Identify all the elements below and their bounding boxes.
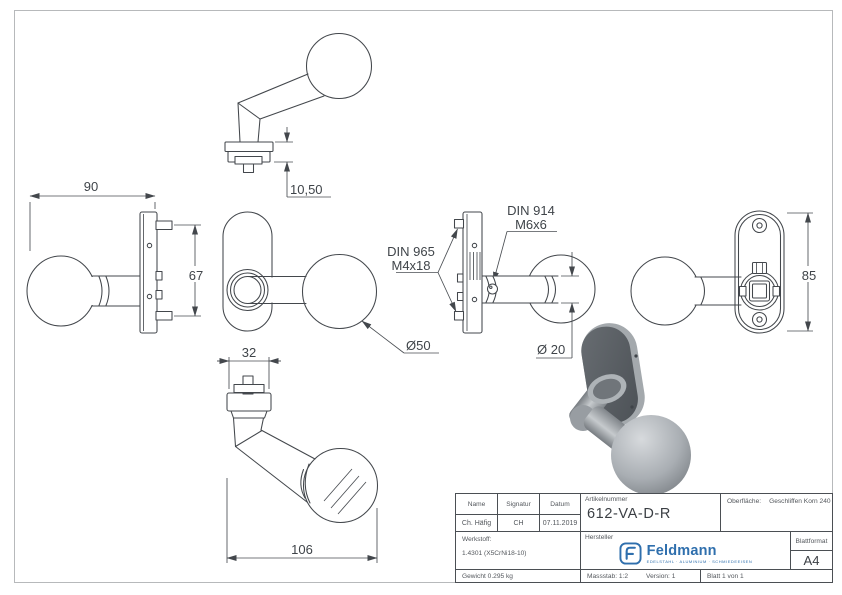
annotation-din914: DIN 914 M6x6 [493,203,557,282]
annotation-din965-line1: DIN 965 [387,244,435,259]
dim-overall-length: 106 [291,542,313,557]
view-side: Ø 20 [453,211,596,359]
brand-tagline: EDELSTAHL · ALUMINIUM · SCHMIEDEEISEN [646,558,753,564]
material-label: Werkstoff: [462,536,492,543]
screw-hole-top [751,217,768,234]
sheet-border [14,10,833,583]
signature-value: CH [498,515,540,532]
view-rear: 85 [630,210,819,334]
dim-depth: 90 [84,179,98,194]
format-label: Blattformat [791,532,832,551]
surface-label: Oberfläche: [727,498,762,505]
view-bottom: 32 106 [217,345,379,563]
article-cell: Artikelnummer 612-VA-D-R [581,494,721,532]
annotation-din965: DIN 965 M4x18 [387,228,458,312]
dim-neck-diameter: Ø 20 [537,342,565,357]
weight-cell: Gewicht 0.295 kg [456,570,581,582]
material-cell: Werkstoff: 1.4301 (X5CrNi18-10) [456,532,581,570]
feldmann-logo-icon [619,542,642,565]
view-left: 90 67 [26,179,206,334]
article-number: 612-VA-D-R [587,506,671,522]
date-value: 07.11.2019 [540,515,581,532]
article-label: Artikelnummer [585,496,628,503]
sheet-cell: Blatt 1 von 1 [707,572,744,580]
feldmann-logo: Feldmann EDELSTAHL · ALUMINIUM · SCHMIED… [581,532,790,569]
render-ball [611,415,691,495]
signature-label: Signatur [498,494,540,515]
grub-screw-hole [486,283,499,295]
scale-text: Massstab: 1:2 [587,572,629,580]
view-front: Ø50 [222,211,439,354]
annotation-din965-line2: M4x18 [391,258,430,273]
view-top: 10,50 [224,32,373,198]
manufacturer-label: Hersteller [585,534,614,541]
scale-cell: Massstab: 1:2 Version: 1 [581,570,701,582]
name-label: Name [456,494,498,515]
date-label: Datum [540,494,581,515]
dim-plate-height: 10,50 [290,182,323,197]
annotation-din914-line1: DIN 914 [507,203,555,218]
screw-hole-bottom [751,311,768,328]
name-value: Ch. Häfig [456,515,498,532]
dim-rosette-height: 85 [802,268,816,283]
material-value: 1.4301 (X5CrNi18-10) [462,550,527,557]
title-block: Name Signatur Datum Ch. Häfig CH 07.11.2… [455,493,833,583]
surface-value: Geschliffen Korn 240 [769,498,831,505]
dim-plate-width: 32 [242,345,256,360]
version-text: Version: 1 [646,572,676,580]
manufacturer-cell: Hersteller Feldmann EDELSTAHL · ALUMINIU… [581,532,791,570]
dim-ball-diameter: Ø50 [406,338,431,353]
surface-cell: Oberfläche: Geschliffen Korn 240 [721,494,832,532]
annotation-din914-line2: M6x6 [515,217,547,232]
square-spindle-hole [748,280,771,302]
brand-name: Feldmann [646,542,717,559]
view-3d-render [569,323,691,495]
format-value: A4 [791,551,832,570]
dim-pin-spacing: 67 [189,268,203,283]
